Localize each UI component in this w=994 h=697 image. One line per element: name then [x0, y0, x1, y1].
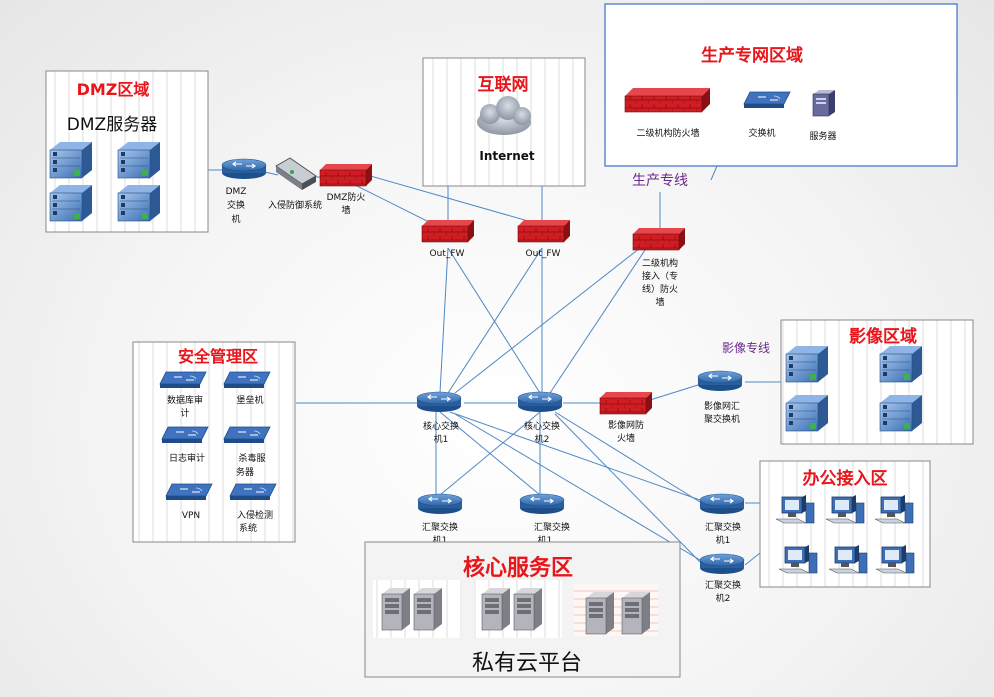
agg-switch-3-label-1: 汇聚交换	[705, 521, 741, 533]
imaging-zone-title: 影像区域	[849, 326, 917, 347]
agg-switch-1-label-1: 汇聚交换	[422, 521, 458, 533]
out-firewall-1-label: Out_FW	[430, 249, 465, 259]
out-firewall-2-label: Out_FW	[526, 249, 561, 259]
core-server-2	[413, 587, 443, 631]
db-audit-icon	[159, 371, 207, 389]
bastion-host-icon	[223, 371, 271, 389]
agg-switch-4-label-1: 汇聚交换	[705, 579, 741, 591]
imaging-server-4	[879, 394, 923, 432]
core-server-3	[481, 587, 511, 631]
agg-switch-4-icon	[699, 553, 745, 575]
dmz-firewall-icon	[319, 163, 373, 187]
production-switch-icon	[743, 91, 791, 109]
dmz-server-3	[49, 184, 93, 222]
office-zone-title: 办公接入区	[803, 468, 888, 489]
agg-switch-2-label-1: 汇聚交换	[534, 521, 570, 533]
branch-firewall-label-3: 线）防火	[642, 283, 678, 295]
agg-switch-3-icon	[699, 493, 745, 515]
dmz-server-label: DMZ服务器	[67, 115, 157, 135]
production-zone-title: 生产专网区域	[701, 45, 803, 66]
production-server-icon	[812, 90, 835, 117]
core-switch-1-label-1: 核心交换	[423, 420, 459, 432]
imaging-firewall-icon	[599, 391, 653, 415]
branch-firewall-label-4: 墙	[655, 296, 664, 308]
dmz-firewall-label-2: 墙	[341, 204, 350, 216]
core-service-zone: 核心服务区 私有云平台	[364, 541, 681, 678]
core-switch-1-icon	[416, 391, 462, 413]
imaging-server-2	[879, 345, 923, 383]
db-audit-label-1: 数据库审	[167, 394, 203, 406]
log-audit-label: 日志审计	[169, 452, 205, 464]
production-firewall-icon	[624, 88, 710, 113]
dmz-server-1	[49, 141, 93, 179]
dmz-server-2	[117, 141, 161, 179]
imaging-agg-switch-label-2: 聚交换机	[704, 413, 740, 425]
branch-firewall-label-1: 二级机构	[642, 257, 678, 269]
core-server-1	[381, 587, 411, 631]
ids-label-2: 系统	[239, 522, 257, 534]
production-line-label: 生产专线	[632, 173, 688, 189]
dmz-zone-title: DMZ区域	[77, 80, 150, 99]
imaging-firewall-label-1: 影像网防	[608, 419, 644, 431]
agg-switch-3-label-2: 机1	[716, 534, 731, 546]
ids-icon	[229, 483, 277, 501]
security-zone: 安全管理区 数据库审 计 堡垒机 日志审计 杀毒服 务器 VPN 入侵检测 系统	[132, 341, 296, 543]
bastion-host-label: 堡垒机	[236, 394, 263, 406]
dmz-switch-icon	[221, 158, 267, 180]
dmz-switch-label-2: 交换	[227, 199, 245, 211]
antivirus-server-icon	[223, 426, 271, 444]
ids-label-1: 入侵检测	[237, 509, 273, 521]
security-zone-title: 安全管理区	[178, 347, 258, 366]
imaging-agg-switch-icon	[697, 370, 743, 392]
imaging-line-label: 影像专线	[722, 340, 770, 355]
ips-device-icon	[275, 157, 317, 190]
agg-switch-2-icon	[519, 493, 565, 515]
agg-switch-4-label-2: 机2	[716, 592, 731, 604]
out-firewall-2-icon	[517, 219, 571, 243]
core-switch-2-label-2: 机2	[535, 433, 550, 445]
antivirus-server-label-2: 务器	[236, 466, 254, 478]
imaging-agg-switch-label-1: 影像网汇	[704, 400, 740, 412]
core-server-6	[621, 591, 651, 635]
connection-lines	[208, 99, 812, 566]
agg-switch-1-icon	[417, 493, 463, 515]
log-audit-icon	[161, 426, 209, 444]
internet-zone: 互联网 Internet	[422, 57, 586, 187]
internet-cloud-label: Internet	[479, 149, 534, 163]
ips-label: 入侵防御系统	[268, 199, 322, 211]
branch-firewall-label-2: 接入（专	[642, 270, 678, 282]
production-server-label: 服务器	[809, 130, 836, 142]
core-server-4	[513, 587, 543, 631]
core-switch-2-icon	[517, 391, 563, 413]
private-cloud-label: 私有云平台	[472, 651, 582, 676]
dmz-firewall-label-1: DMZ防火	[327, 191, 366, 203]
db-audit-label-2: 计	[180, 407, 189, 419]
production-zone: 生产专网区域 二级机构防火墙 交换机 服务器	[604, 3, 958, 167]
imaging-zone: 影像区域	[780, 319, 974, 445]
office-zone: 办公接入区	[759, 460, 931, 588]
cloud-icon	[477, 96, 531, 135]
production-firewall-label: 二级机构防火墙	[636, 127, 699, 139]
imaging-server-1	[785, 345, 829, 383]
antivirus-server-label-1: 杀毒服	[238, 452, 265, 464]
out-firewall-1-icon	[421, 219, 475, 243]
core-server-5	[585, 591, 615, 635]
branch-firewall-icon	[632, 227, 686, 251]
core-switch-2-label-1: 核心交换	[524, 420, 560, 432]
internet-zone-title: 互联网	[478, 75, 529, 95]
production-switch-label: 交换机	[748, 127, 775, 139]
dmz-zone: DMZ区域 DMZ服务器	[45, 70, 209, 233]
vpn-label: VPN	[182, 511, 200, 521]
dmz-server-4	[117, 184, 161, 222]
imaging-firewall-label-2: 火墙	[617, 432, 635, 444]
core-service-zone-title: 核心服务区	[463, 555, 573, 581]
dmz-switch-label-3: 机	[231, 213, 240, 225]
dmz-switch-label-1: DMZ	[226, 187, 247, 197]
imaging-server-3	[785, 394, 829, 432]
core-switch-1-label-2: 机1	[434, 433, 449, 445]
vpn-icon	[165, 483, 213, 501]
